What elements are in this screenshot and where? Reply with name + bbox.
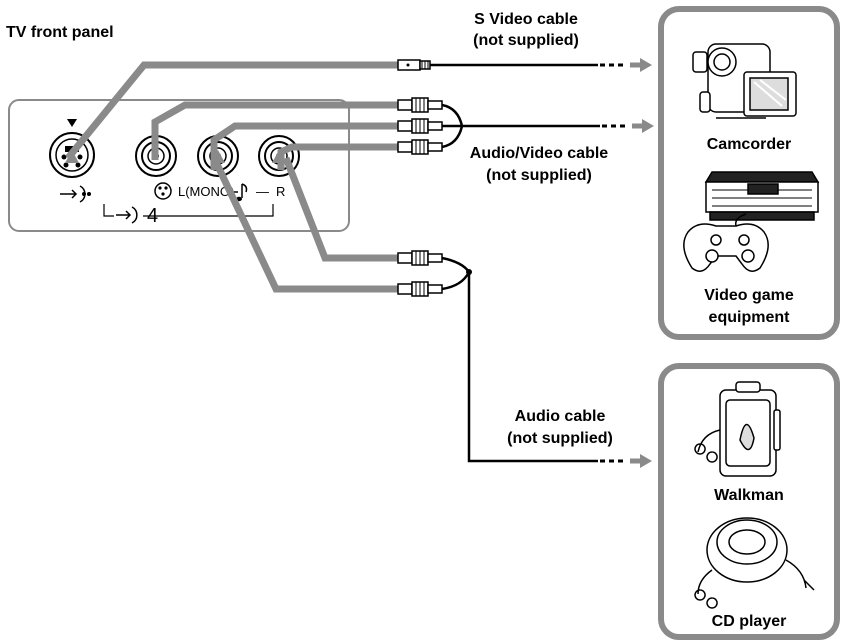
cd-player-label: CD player [712, 613, 787, 630]
cd-player-icon [694, 517, 815, 609]
arrow-svideo [600, 58, 652, 72]
input-number: 4 [147, 205, 158, 227]
camcorder-label: Camcorder [707, 136, 791, 153]
audio-right-cable-path-bottom [282, 156, 398, 262]
svideo-cable-path [65, 61, 398, 161]
audio-left-cable-path-top [210, 122, 398, 170]
input-icon [116, 206, 138, 224]
tv-front-panel [8, 99, 350, 232]
av-cable-label: Audio/Video cable [470, 145, 609, 162]
av-line [441, 103, 600, 149]
audio-cable-label: Audio cable [515, 408, 606, 425]
input-bracket [103, 204, 274, 217]
audio-left-arrow-tip [211, 150, 225, 163]
panel-cable-paths [65, 61, 398, 293]
rca-plug-video [397, 97, 443, 113]
rca-plug-audio-right [397, 139, 443, 155]
rca-plug-audio-left [397, 118, 443, 134]
s-video-input-icon [60, 185, 91, 203]
l-mono-label: L(MONO) [178, 184, 234, 199]
svideo-cable-label: S Video cable [474, 11, 578, 28]
rca-plug-audio-r2 [397, 250, 443, 266]
video-cable-path [151, 101, 398, 160]
rca-connectors-av [397, 97, 443, 155]
dash-label: — [256, 184, 269, 199]
walkman-label: Walkman [714, 487, 784, 504]
game-controller-icon [683, 213, 769, 272]
game-label-line2: equipment [709, 309, 791, 326]
audio-cable-note: (not supplied) [507, 430, 613, 447]
arrow-av [602, 119, 654, 133]
svideo-arrow-tip [65, 150, 79, 163]
rca-connectors-audio [397, 250, 443, 297]
video-input-icon [154, 182, 172, 200]
camcorder-icon [692, 43, 797, 119]
walkman-icon [694, 381, 781, 477]
rca-plug-audio-l2 [397, 281, 443, 297]
panel-title: TV front panel [6, 24, 114, 41]
arrow-audio [600, 454, 652, 468]
svideo-connector [397, 59, 431, 71]
game-label-line1: Video game [704, 287, 794, 304]
svideo-cable-note: (not supplied) [473, 32, 579, 49]
r-label: R [276, 184, 285, 199]
audio-left-cable-path-bottom [212, 160, 398, 293]
black-cable-lines [430, 63, 600, 463]
audio-devices-box [658, 363, 840, 640]
av-cable-note: (not supplied) [486, 167, 592, 184]
audio-right-arrow-tip [272, 150, 286, 163]
audio-junction-dot [466, 269, 472, 275]
game-console-icon [704, 171, 820, 221]
